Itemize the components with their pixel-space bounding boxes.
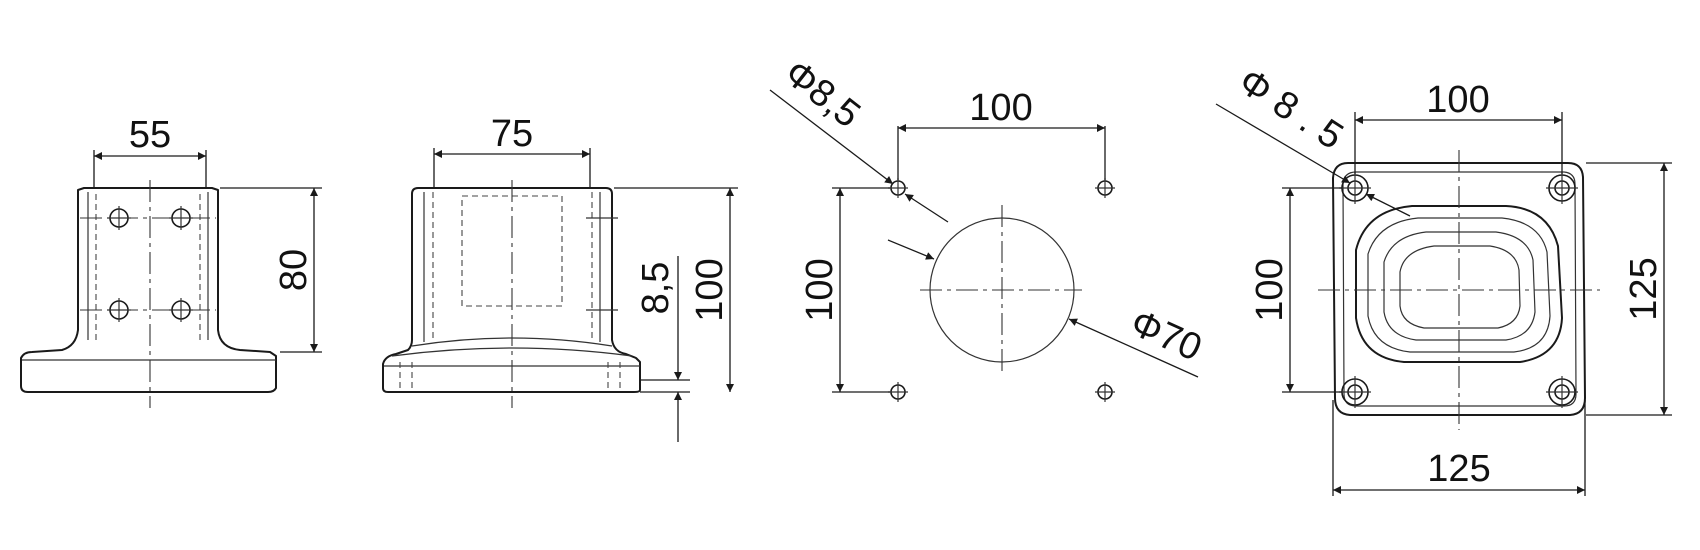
tube-leader-line: [1068, 318, 1199, 378]
hole-leader-line: [769, 89, 894, 185]
dim-label-hole-8-5: Φ8,5: [776, 52, 867, 136]
dim-label-height-100: 100: [689, 258, 731, 321]
hole-pattern-view: 100 100 Φ8,5 Φ70: [769, 52, 1208, 402]
side-view-narrow: 55 80: [20, 114, 322, 408]
dim-label-tube-70: Φ70: [1124, 302, 1207, 370]
dim-label-base-8-5: 8,5: [635, 262, 677, 315]
narrow-view-outline: [20, 187, 277, 393]
dim-label-top-hole-8-5: Φ 8 . 5: [1231, 60, 1350, 158]
narrow-view-holes: [107, 206, 193, 322]
pattern-holes: [888, 178, 1115, 402]
side-view-wide: 75 8,5 100: [382, 113, 738, 442]
tube-outline-outer: [1355, 205, 1563, 363]
dim-label-pattern-y-100: 100: [799, 258, 841, 321]
dim-label-top-y-125: 125: [1623, 257, 1665, 320]
wide-view-outline: [382, 187, 641, 393]
base-plate-outline: [1332, 162, 1586, 416]
dim-label-width-55: 55: [129, 114, 171, 156]
top-view: 100 100 125 125 Φ 8 . 5: [1215, 60, 1672, 496]
dim-label-height-80: 80: [273, 249, 315, 291]
dim-label-top-x-100: 100: [1426, 79, 1489, 121]
dim-label-width-75: 75: [491, 113, 533, 155]
dim-label-top-y-100: 100: [1249, 258, 1291, 321]
dim-label-top-x-125: 125: [1427, 448, 1490, 490]
dim-label-pattern-x-100: 100: [969, 87, 1032, 129]
top-hole-leader-line: [1215, 103, 1351, 184]
